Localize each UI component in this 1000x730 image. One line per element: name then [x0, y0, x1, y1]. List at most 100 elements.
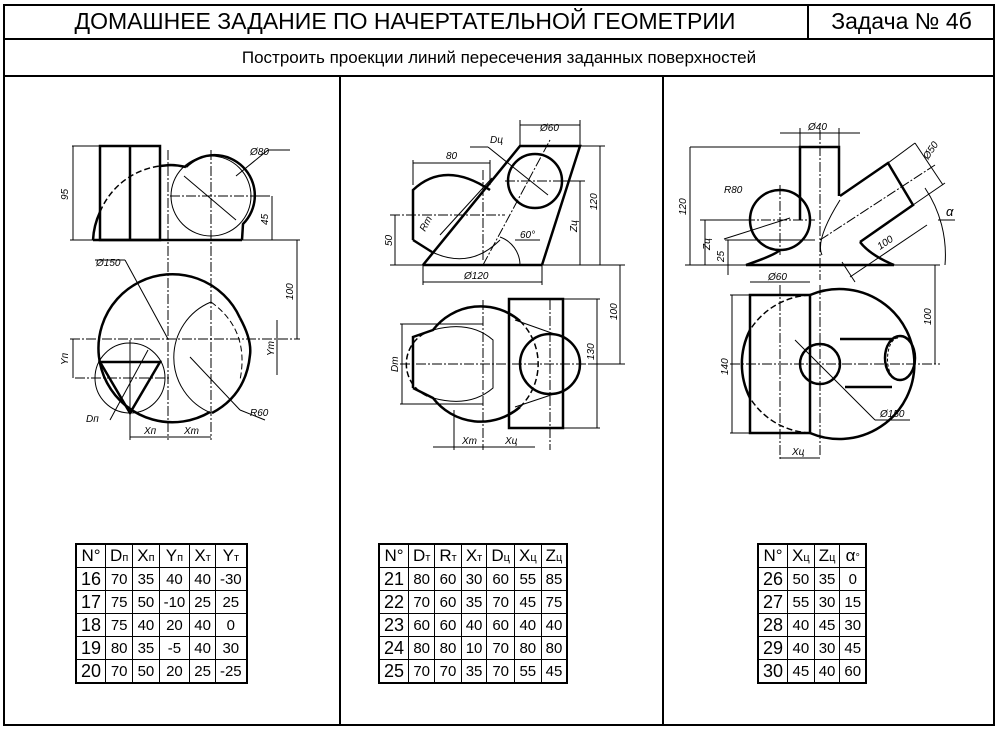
table-cell: 75	[540, 590, 568, 614]
dim-r80: R80	[724, 185, 743, 196]
dim-rt: Rт	[418, 215, 435, 234]
dim-60deg: 60°	[520, 230, 535, 241]
variant-number: 23	[378, 613, 410, 637]
table-cell: 55	[787, 590, 815, 614]
column-header: Yт	[214, 543, 248, 568]
column-header: Rт	[434, 543, 462, 568]
table-cell: 40	[132, 613, 160, 637]
table-cell: 60	[434, 567, 462, 591]
table-cell: 30	[460, 567, 488, 591]
table-cell: 45	[813, 613, 841, 637]
table-cell: 30	[214, 636, 248, 660]
variant-number: 16	[75, 567, 107, 591]
column-header: α°	[839, 543, 867, 568]
table-cell: 40	[189, 567, 216, 591]
variant-number: 27	[757, 590, 789, 614]
table-cell: 60	[434, 613, 462, 637]
table-cell: 45	[540, 659, 568, 684]
table-cell: 40	[540, 613, 568, 637]
dim-r60: R60	[250, 408, 269, 419]
variant-number: 22	[378, 590, 410, 614]
task-number: Задача № 4б	[808, 4, 995, 40]
column-header: Dц	[486, 543, 515, 568]
table-cell: 40	[813, 659, 841, 684]
dim-100: 100	[285, 283, 296, 300]
table-cell: 30	[813, 636, 841, 660]
variant-number: 17	[75, 590, 107, 614]
table-cell: 75	[105, 613, 134, 637]
dim-100: 100	[609, 303, 620, 320]
variant-number: 21	[378, 567, 410, 591]
table-cell: 40	[158, 567, 191, 591]
table-cell: 40	[460, 613, 488, 637]
variant-number: 24	[378, 636, 410, 660]
table-cell: 80	[513, 636, 542, 660]
table-cell: 80	[408, 636, 436, 660]
variant-number: 18	[75, 613, 107, 637]
dim-xc: Xц	[791, 447, 805, 458]
table-cell: 60	[434, 590, 462, 614]
table-cell: 0	[839, 567, 867, 591]
table-cell: 70	[105, 567, 134, 591]
variant-number: 29	[757, 636, 789, 660]
table-cell: 80	[540, 636, 568, 660]
dim-xc: Xц	[504, 436, 518, 447]
table-cell: 70	[486, 659, 515, 684]
table-cell: 10	[460, 636, 488, 660]
table-cell: 70	[408, 659, 436, 684]
table-cell: 70	[434, 659, 462, 684]
table-cell: 25	[189, 659, 216, 684]
variant-number: 20	[75, 659, 107, 684]
dim-yp: Yп	[60, 352, 71, 365]
dim-dp: Dп	[86, 414, 99, 425]
table-cell: 35	[132, 636, 160, 660]
table-cell: 70	[486, 636, 515, 660]
column-header: Dп	[105, 543, 134, 568]
dim-d80: Ø80	[249, 147, 269, 158]
variant-number: 28	[757, 613, 789, 637]
dim-yt: Yт	[266, 341, 277, 356]
table-cell: -25	[214, 659, 248, 684]
drawing-1: 95 Ø80 45 Ø150 100 Yп Yт Dп R60 Xп Xт	[60, 144, 300, 440]
table-cell: 45	[787, 659, 815, 684]
dim-120: 120	[589, 193, 600, 210]
panel-divider	[662, 76, 664, 726]
table-cell: 30	[839, 613, 867, 637]
table-cell: 20	[158, 659, 191, 684]
dim-d60: Ø60	[767, 272, 787, 283]
dim-100: 100	[923, 308, 934, 325]
dim-d60: Ø60	[539, 123, 559, 134]
table-cell: 45	[513, 590, 542, 614]
panel-divider	[339, 76, 341, 726]
dim-dt: Dт	[390, 356, 401, 372]
dim-xp: Xп	[143, 426, 157, 437]
table-cell: 35	[813, 567, 841, 591]
task-subtitle: Построить проекции линий пересечения зад…	[3, 40, 995, 77]
variant-number: 25	[378, 659, 410, 684]
table-cell: 50	[787, 567, 815, 591]
table-cell: 80	[434, 636, 462, 660]
dim-xt: Xт	[183, 426, 199, 437]
dim-zc: Zц	[702, 238, 713, 251]
table-cell: 70	[408, 590, 436, 614]
dim-d40: Ø40	[807, 122, 827, 133]
table-cell: 40	[513, 613, 542, 637]
table-cell: -5	[158, 636, 191, 660]
table-cell: 70	[486, 590, 515, 614]
table-cell: 55	[513, 659, 542, 684]
variant-number: 26	[757, 567, 789, 591]
